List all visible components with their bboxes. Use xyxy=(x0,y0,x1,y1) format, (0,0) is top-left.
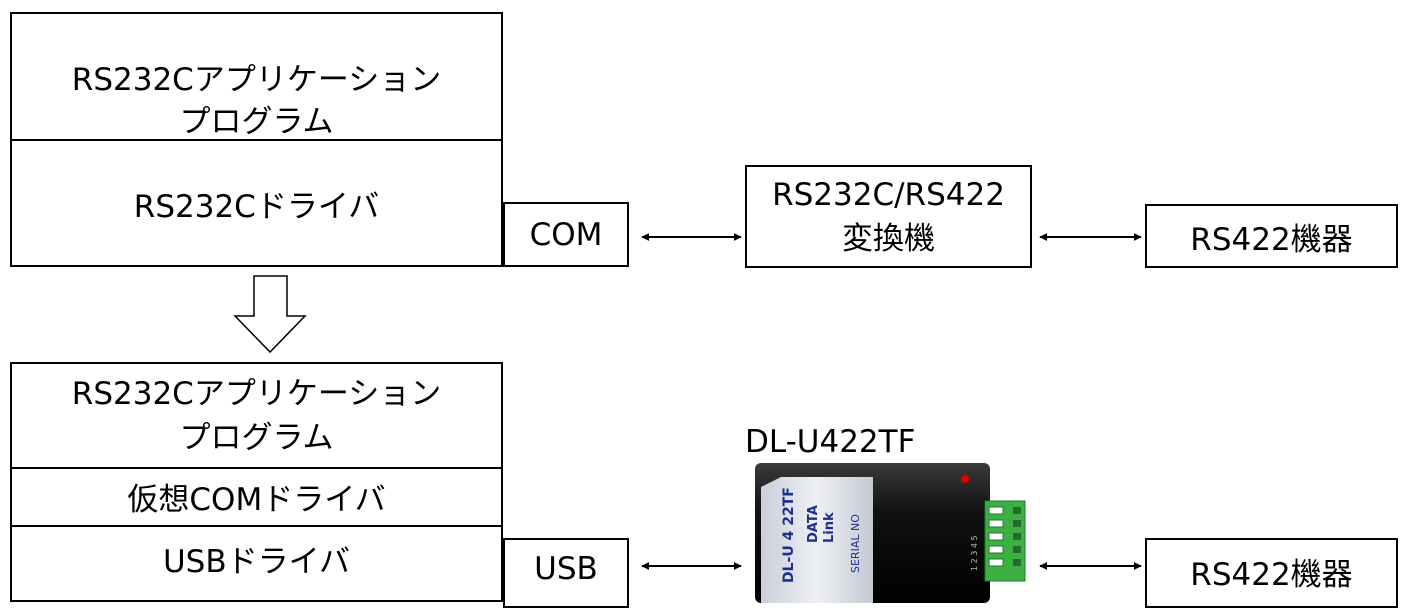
led-indicator xyxy=(961,475,969,483)
dl-u422tf-adapter: 1 2 3 4 5 DL-U 4 22TF DATA Link SERIAL N… xyxy=(755,463,1035,603)
top-stack-divider xyxy=(10,139,503,141)
top-rs422-device-box: RS422機器 xyxy=(1145,204,1398,268)
converter-box: RS232C/RS422 変換機 xyxy=(745,165,1032,268)
com-port-label: COM xyxy=(529,216,603,253)
converter-label-line2: 変換機 xyxy=(842,221,935,257)
adapter-label xyxy=(761,477,873,603)
logo-text-line2: Link xyxy=(822,512,837,543)
app-program-label-line2: プログラム xyxy=(179,104,334,140)
bottom-software-stack: RS232Cアプリケーション プログラム xyxy=(10,362,503,602)
converter-label-line1: RS232C/RS422 xyxy=(772,177,1005,213)
bottom-app-program-label-line1: RS232Cアプリケーション xyxy=(71,376,442,412)
connector-overlay xyxy=(233,233,1142,570)
pin-number-text: 1 2 3 4 5 xyxy=(970,535,979,571)
bottom-rs422-device-label: RS422機器 xyxy=(1190,556,1353,593)
usb-port-label: USB xyxy=(534,551,598,587)
app-program-label-line1: RS232Cアプリケーション xyxy=(71,62,442,98)
bottom-stack-divider-1 xyxy=(10,467,503,469)
virtual-com-driver-label: 仮想COMドライバ xyxy=(127,481,386,518)
bottom-stack-divider-2 xyxy=(10,525,503,527)
logo-text-line1: DATA xyxy=(806,505,821,543)
rs232c-driver-label: RS232Cドライバ xyxy=(133,188,380,225)
com-port-box: COM xyxy=(503,202,629,267)
usb-driver-label: USBドライバ xyxy=(162,543,350,580)
serial-number-label: SERIAL NO xyxy=(849,514,862,573)
bottom-app-program-label-line2: プログラム xyxy=(179,420,334,456)
top-rs422-device-label: RS422機器 xyxy=(1190,221,1353,258)
body-model-text: DL-U 4 22TF xyxy=(781,487,797,583)
product-name-label: DL-U422TF xyxy=(745,424,916,460)
transition-down-arrow xyxy=(233,275,307,354)
